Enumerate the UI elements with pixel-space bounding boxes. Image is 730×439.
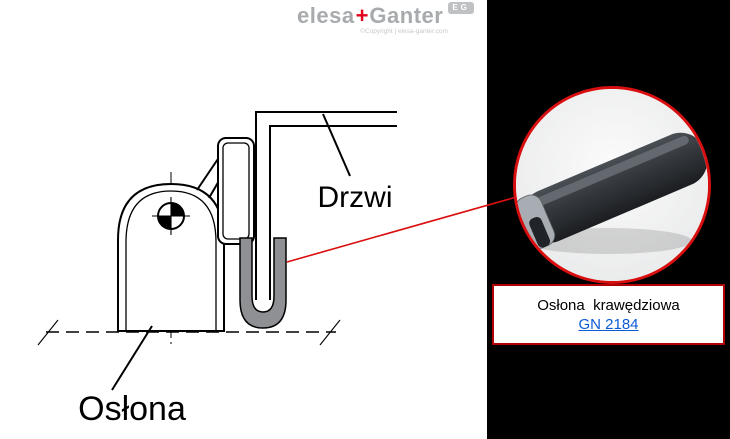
logo-text-ganter: Ganter xyxy=(369,3,444,28)
door-label: Drzwi xyxy=(318,181,393,214)
edge-profile-section xyxy=(239,237,287,329)
door-sheet-outer-line xyxy=(255,111,397,300)
door-sheet-inner-line xyxy=(269,125,397,300)
door-leader-line xyxy=(322,113,351,177)
cover-label: Osłona xyxy=(78,390,186,428)
cover-leader-line xyxy=(111,325,153,391)
edge-profile-photo xyxy=(516,89,708,281)
break-mark-right xyxy=(319,319,341,346)
hinge-plate-inner-line xyxy=(222,142,250,240)
break-mark-left xyxy=(37,319,59,346)
zoom-detail-circle xyxy=(513,86,711,284)
cover-dome-inner-line xyxy=(125,190,217,331)
brand-logo: elesa + Ganter EG ©Copyright | elesa-gan… xyxy=(297,2,474,35)
logo-copyright: ©Copyright | elesa-ganter.com xyxy=(360,28,448,35)
eg-badge-icon: EG xyxy=(448,2,474,14)
gn-2184-link[interactable]: GN 2184 xyxy=(578,315,639,333)
centroid-symbol xyxy=(152,197,190,235)
edge-profile-bar xyxy=(516,132,708,249)
technical-drawing: Drzwi Osłona xyxy=(37,111,397,428)
hinge-plate xyxy=(217,137,255,245)
logo-plus-sign: + xyxy=(355,3,369,28)
callout-box: Osłona krawędziowa GN 2184 xyxy=(492,284,725,345)
logo-text-elesa: elesa xyxy=(297,3,355,28)
callout-title: Osłona krawędziowa xyxy=(537,296,680,314)
